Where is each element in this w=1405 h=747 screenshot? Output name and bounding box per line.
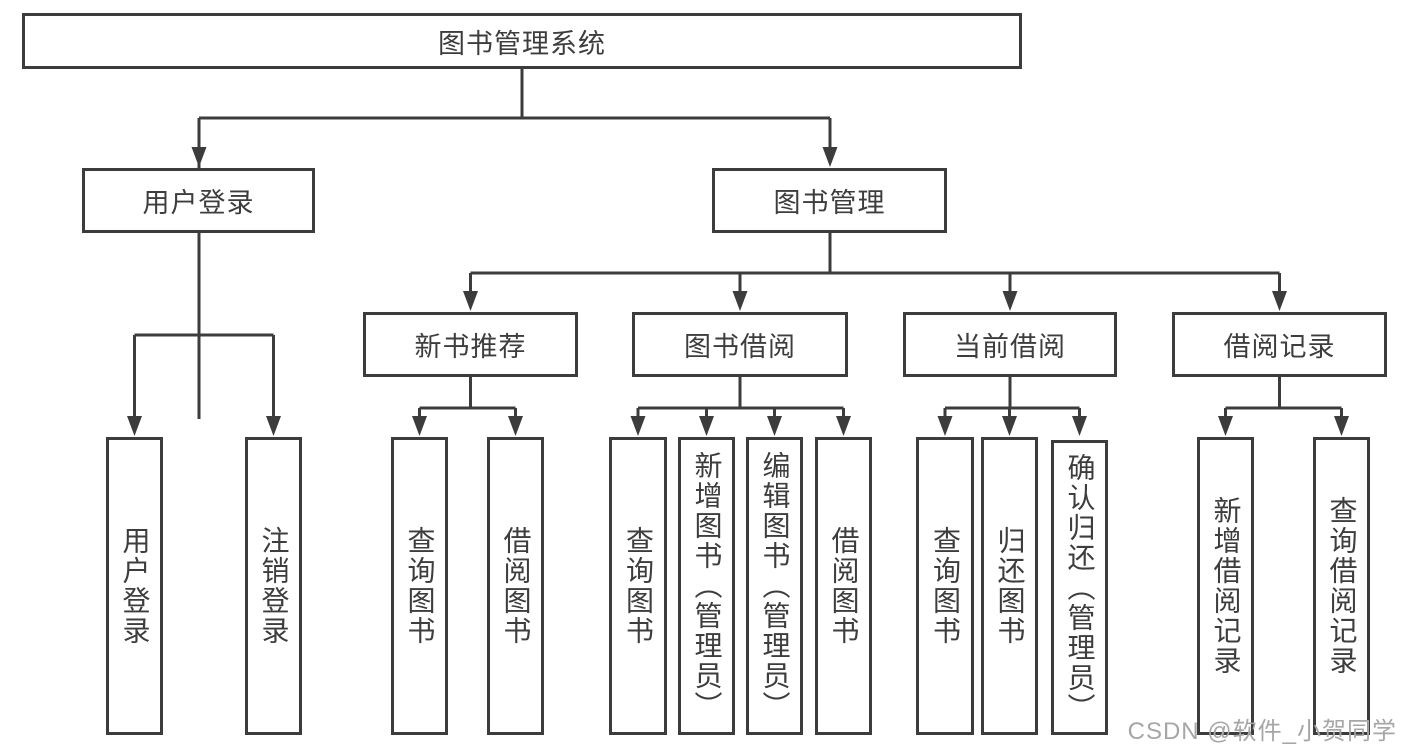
leaf-query-books-3: 查询图书 <box>916 437 974 735</box>
leaf-query-borrow-record: 查询借阅记录 <box>1313 437 1370 735</box>
node-borrow-records: 借阅记录 <box>1172 312 1387 377</box>
leaf-confirm-return-admin: 确认归还（管理员） <box>1051 440 1108 735</box>
connector-new-book-rec <box>412 377 523 436</box>
node-book-borrowing: 图书借阅 <box>632 312 848 377</box>
csdn-watermark: CSDN @软件_小贺同学 <box>1127 718 1397 745</box>
leaf-add-borrow-record: 新增借阅记录 <box>1197 437 1254 735</box>
connector-current-borrow <box>937 377 1087 436</box>
leaf-query-books-2: 查询图书 <box>609 437 667 735</box>
node-new-book-recommend: 新书推荐 <box>363 312 578 377</box>
node-user-login: 用户登录 <box>82 168 315 233</box>
leaf-edit-books-admin: 编辑图书（管理员） <box>746 437 803 735</box>
node-current-borrowing: 当前借阅 <box>903 312 1117 377</box>
connector-user-login <box>127 233 281 436</box>
leaf-query-books-1: 查询图书 <box>391 437 448 735</box>
connector-root <box>191 69 838 419</box>
leaf-return-books: 归还图书 <box>981 437 1038 735</box>
leaf-add-books-admin: 新增图书（管理员） <box>678 437 735 735</box>
leaf-logout: 注销登录 <box>245 437 302 735</box>
leaf-borrow-books-2: 借阅图书 <box>815 437 872 735</box>
node-root-system: 图书管理系统 <box>22 13 1022 69</box>
connector-book-borrow <box>630 377 851 436</box>
leaf-user-login: 用户登录 <box>106 437 163 735</box>
leaf-borrow-books-1: 借阅图书 <box>487 437 544 735</box>
node-book-management: 图书管理 <box>712 168 947 233</box>
connector-book-mgmt <box>463 233 1287 311</box>
connector-borrow-record <box>1218 377 1349 436</box>
